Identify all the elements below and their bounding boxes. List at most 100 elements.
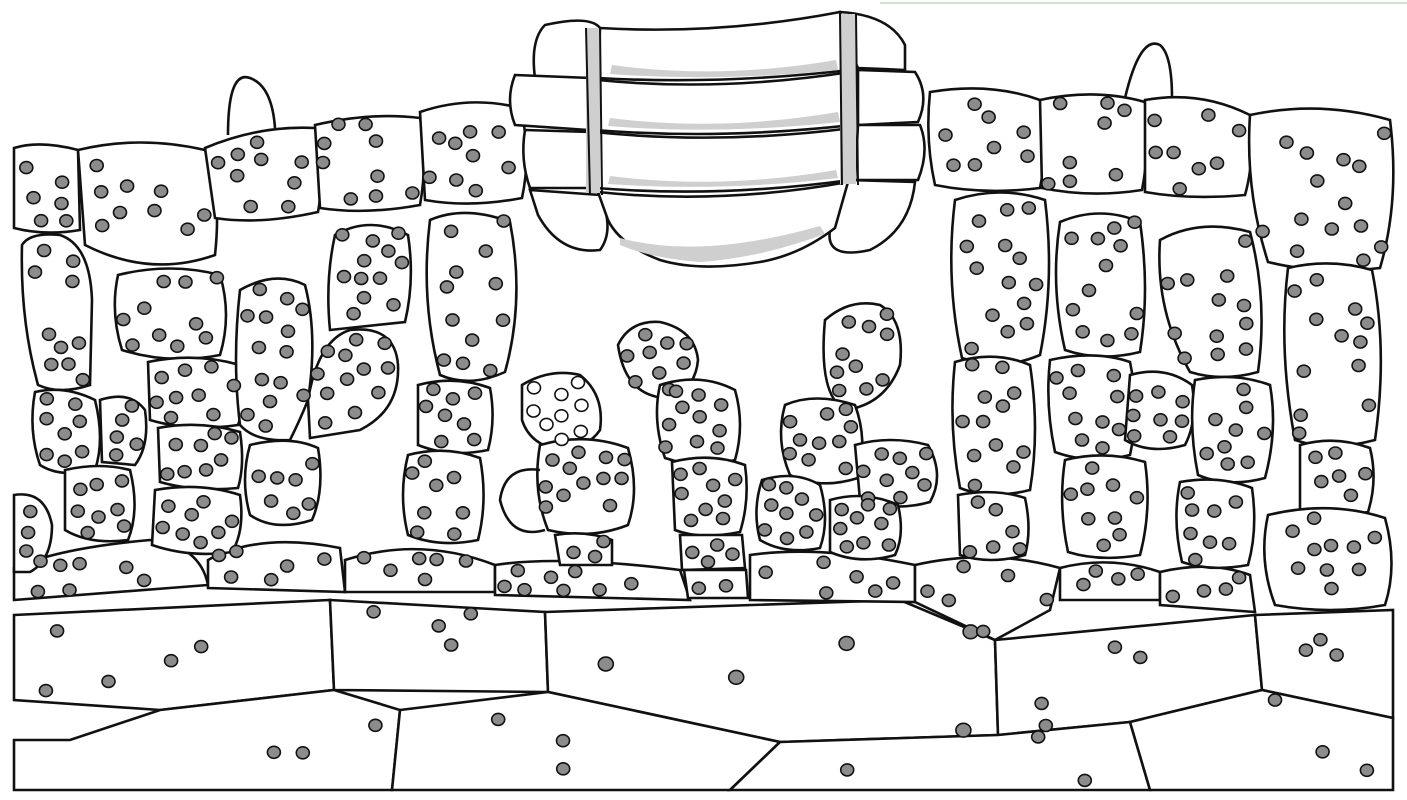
chloroplast-grain <box>29 266 42 278</box>
chloroplast-grain <box>497 215 510 227</box>
chloroplast-grain <box>621 350 634 362</box>
chloroplast-grain <box>1241 456 1254 468</box>
chloroplast-grain <box>153 329 166 341</box>
chloroplast-grain <box>374 272 387 284</box>
chloroplast-grain <box>369 719 382 731</box>
chloroplast-grain <box>161 468 174 480</box>
chloroplast-grain <box>880 308 893 320</box>
chloroplast-grain <box>643 346 656 358</box>
chloroplast-grain <box>545 571 558 583</box>
chloroplast-grain <box>1035 697 1048 709</box>
chloroplast-grain <box>1008 387 1021 399</box>
chloroplast-grain <box>1042 178 1055 190</box>
chloroplast-grain <box>302 498 315 510</box>
chloroplast-grain <box>419 574 432 586</box>
chloroplast-grain <box>1006 526 1019 538</box>
chloroplast-grain <box>336 229 349 241</box>
chloroplast-grain <box>857 537 870 549</box>
chloroplast-grain <box>231 148 244 160</box>
chloroplast-grain <box>359 118 372 130</box>
chloroplast-grain <box>1355 220 1368 232</box>
chloroplast-grain <box>1013 252 1026 264</box>
chloroplast-grain <box>1295 213 1308 225</box>
chloroplast-grain <box>702 556 715 568</box>
chloroplast-grain <box>653 367 666 379</box>
chloroplast-grain <box>371 170 384 182</box>
chloroplast-grain <box>296 747 309 759</box>
chloroplast-grain <box>968 98 981 110</box>
chloroplast-grain <box>557 584 570 596</box>
chloroplast-grain <box>987 541 1000 553</box>
chloroplast-grain <box>1378 127 1391 139</box>
chloroplast-grain <box>1320 564 1333 576</box>
chloroplast-grain <box>467 150 480 162</box>
chloroplast-grain <box>1330 649 1343 661</box>
chloroplast-grain <box>1233 125 1246 137</box>
chloroplast-grain <box>282 201 295 213</box>
chloroplast-grain <box>69 398 82 410</box>
chloroplast-grain <box>150 396 163 408</box>
chloroplast-grain <box>1039 720 1052 732</box>
chloroplast-grain <box>1240 318 1253 330</box>
chloroplast-grain <box>281 560 294 572</box>
chloroplast-grain <box>1032 731 1045 743</box>
pore-guard-cell <box>855 125 925 180</box>
filament-cell <box>1048 355 1135 459</box>
chloroplast-grain <box>178 466 191 478</box>
chloroplast-grain <box>982 111 995 123</box>
chloroplast-grain <box>1130 390 1143 402</box>
chloroplast-grain <box>1286 525 1299 537</box>
chloroplast-grain <box>1315 476 1328 488</box>
chloroplast-grain <box>54 559 67 571</box>
chloroplast-grain <box>942 594 955 606</box>
chloroplast-grain <box>1127 409 1140 421</box>
chloroplast-grain <box>1368 532 1381 544</box>
trichome-loop <box>228 77 275 135</box>
chloroplast-grain <box>663 419 676 431</box>
chloroplast-grain <box>1223 538 1236 550</box>
chloroplast-grain <box>1007 461 1020 473</box>
chloroplast-grain <box>432 620 445 632</box>
chloroplast-grain <box>597 536 610 548</box>
chloroplast-grain <box>659 441 672 453</box>
chloroplast-grain <box>1107 479 1120 491</box>
chloroplast-grain <box>281 293 294 305</box>
chloroplast-grain <box>448 472 461 484</box>
parenchyma-cell <box>330 600 548 692</box>
chloroplast-grain <box>289 474 302 486</box>
chloroplast-grain <box>539 481 552 493</box>
chloroplast-grain <box>1360 764 1373 776</box>
chloroplast-grain <box>372 387 385 399</box>
chloroplast-grain <box>1256 225 1269 237</box>
chloroplast-grain <box>1148 114 1161 126</box>
chloroplast-grain <box>274 377 287 389</box>
chloroplast-grain <box>34 555 47 567</box>
chloroplast-grain <box>978 391 991 403</box>
chloroplast-grain <box>836 348 849 360</box>
chloroplast-grain <box>717 513 730 525</box>
chloroplast-grain <box>1329 447 1342 459</box>
chloroplast-grain <box>55 341 68 353</box>
chloroplast-grain <box>253 283 266 295</box>
chloroplast-grain <box>1050 372 1063 384</box>
chloroplast-grain <box>1020 318 1033 330</box>
chloroplast-grain <box>1308 512 1321 524</box>
chloroplast-grain <box>321 345 334 357</box>
chloroplast-grain <box>344 193 357 205</box>
chloroplast-grain <box>1064 488 1077 500</box>
chloroplast-grain <box>1237 383 1250 395</box>
chloroplast-grain <box>440 281 453 293</box>
chloroplast-grain <box>693 411 706 423</box>
chloroplast-grain <box>267 746 280 758</box>
chloroplast-grain <box>795 493 808 505</box>
chloroplast-grain <box>839 637 854 651</box>
chloroplast-grain <box>468 434 481 446</box>
chloroplast-grain <box>862 499 875 511</box>
chloroplast-grain <box>713 425 726 437</box>
chloroplast-grain <box>252 470 265 482</box>
chloroplast-grain <box>72 337 85 349</box>
filament-cell <box>245 441 320 525</box>
chloroplast-grain <box>1200 448 1213 460</box>
chloroplast-grain <box>1152 386 1165 398</box>
chloroplast-grain <box>857 465 870 477</box>
